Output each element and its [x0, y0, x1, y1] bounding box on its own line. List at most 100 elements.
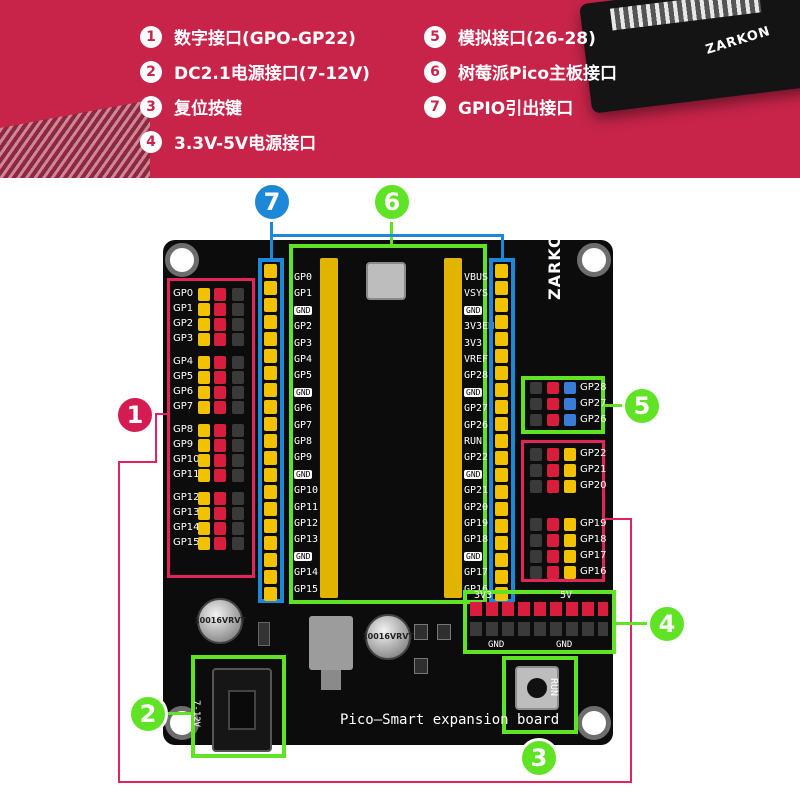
callout-number: 5 — [633, 392, 651, 420]
header-pin — [214, 522, 226, 535]
gnd-label: GND — [294, 305, 313, 315]
header-pin — [564, 518, 576, 531]
cap-text-1: 100 — [194, 615, 211, 625]
header-pin — [530, 550, 542, 563]
pin-label: GP22 — [580, 448, 607, 459]
pin-label: GP20 — [580, 480, 607, 491]
header-pin — [214, 356, 226, 369]
header-pin — [564, 382, 576, 394]
pin-label: GP4 — [294, 354, 313, 365]
header-pin — [495, 553, 508, 567]
pin-label: GP28 — [580, 382, 607, 393]
header-pin — [232, 522, 244, 535]
header-pin — [232, 507, 244, 520]
header-pin — [495, 485, 508, 499]
leader-line — [605, 518, 632, 520]
header-pin — [495, 519, 508, 533]
header-pin — [214, 454, 226, 467]
header-pin — [232, 401, 244, 414]
power-pins-black — [470, 622, 608, 636]
header-pin — [232, 424, 244, 437]
pin-column-black — [232, 288, 244, 550]
leader-line — [118, 461, 157, 463]
pin-label: GND — [294, 305, 313, 316]
header-pin — [495, 570, 508, 584]
pin-label: GP10 — [173, 454, 200, 465]
legend-label: 树莓派Pico主板接口 — [458, 64, 618, 84]
legend-number: 3 — [140, 95, 162, 118]
header-pin — [264, 519, 277, 533]
board-photo-fragment — [0, 100, 150, 178]
legend-number: 4 — [140, 130, 162, 153]
callout-1: 1 — [115, 395, 155, 435]
pin-label: GP21 — [464, 485, 489, 497]
gpio-breakout-box — [258, 258, 284, 603]
diode — [258, 622, 270, 646]
pin-label: GP27 — [464, 403, 489, 415]
pin-label: GND — [464, 469, 483, 480]
header-pin — [198, 333, 210, 346]
header-pin — [214, 333, 226, 346]
electrolytic-capacitor: 100 16V RVT — [194, 598, 246, 644]
legend-item-7: 7 GPIO引出接口 — [424, 94, 573, 119]
header-pin — [198, 469, 210, 482]
pico-socket-box — [289, 244, 487, 604]
callout-number: 3 — [530, 744, 548, 772]
header-pin — [495, 298, 508, 312]
label-3v3: 3V3 — [474, 590, 493, 601]
pin-label: GP8 — [173, 424, 194, 435]
header-pin — [530, 414, 542, 426]
voltage-regulator-tab — [321, 670, 341, 690]
pin-label: GP2 — [173, 318, 194, 329]
header-pin — [547, 480, 559, 493]
callout-number: 1 — [126, 401, 144, 429]
header-pin — [264, 298, 277, 312]
header-pin — [214, 439, 226, 452]
analog-header-box — [521, 376, 605, 434]
pin-label: GP21 — [580, 464, 607, 475]
header-pin — [495, 536, 508, 550]
leader-line — [616, 622, 647, 625]
header-pin — [198, 371, 210, 384]
pico-header-left — [320, 258, 338, 598]
pin-label: GP26 — [464, 419, 489, 431]
pin-label: VBUS — [464, 272, 489, 283]
leader-line — [118, 781, 632, 783]
callout-number: 2 — [139, 700, 157, 728]
pin-label: GP6 — [173, 386, 194, 397]
header-pin — [232, 303, 244, 316]
pin-label: GP0 — [173, 288, 194, 299]
reset-button-cap[interactable] — [527, 678, 547, 698]
header-pin — [198, 507, 210, 520]
header-pin — [530, 534, 542, 547]
power-pins-red — [470, 602, 608, 616]
header-pin — [495, 366, 508, 380]
legend-label: GPIO引出接口 — [458, 99, 574, 119]
cap-text-1: 100 — [362, 631, 379, 641]
pin-label: GP17 — [580, 550, 607, 561]
header-pin — [264, 332, 277, 346]
callout-number: 4 — [658, 610, 676, 638]
leader-line — [155, 413, 167, 415]
legend-label: DC2.1电源接口(7-12V) — [174, 64, 370, 84]
pin-label: GP11 — [173, 469, 200, 480]
header-pin — [530, 398, 542, 410]
pin-label: GP18 — [464, 534, 489, 546]
legend-number: 1 — [140, 25, 162, 48]
header-pin — [214, 386, 226, 399]
pin-label: GP9 — [294, 452, 313, 464]
legend-number: 7 — [424, 95, 446, 118]
pin-label: GP5 — [173, 371, 194, 382]
header-pin — [198, 424, 210, 437]
electrolytic-capacitor: 100 16V RVT — [362, 614, 414, 660]
header-pin — [232, 492, 244, 505]
gnd-label: GND — [464, 551, 483, 561]
pin-label: GND — [294, 469, 313, 480]
mounting-hole — [577, 706, 611, 740]
header-pin — [198, 318, 210, 331]
label-run: RUN — [548, 678, 559, 697]
pin-label: GP26 — [580, 414, 607, 425]
legend-label: 复位按键 — [174, 99, 242, 119]
header-pin — [530, 480, 542, 493]
reset-button[interactable] — [515, 666, 559, 710]
